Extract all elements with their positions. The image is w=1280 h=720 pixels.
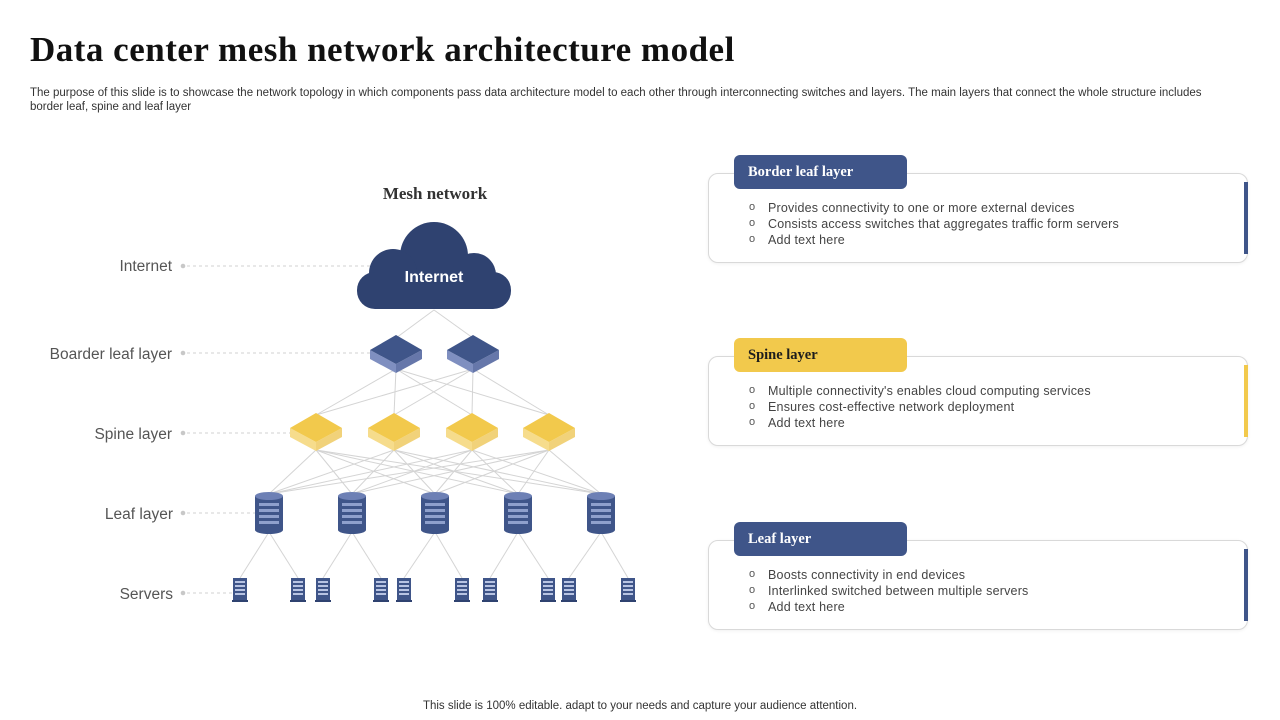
server-icon [620,578,636,602]
server-icon [482,578,498,602]
connection-lines [239,309,629,579]
spine-tag: Spine layer [734,338,907,372]
leaf-tag: Leaf layer [734,522,907,556]
server-icon [232,578,248,602]
server-icon [540,578,556,602]
server-icon [396,578,412,602]
server-icon [373,578,389,602]
leaf-bullets: Boosts connectivity in end devices Inter… [749,566,1029,615]
border-leaf-switch-icon [447,335,499,373]
layer-label-servers: Servers [120,586,174,603]
layer-label-spine: Spine layer [94,426,172,443]
bullet-item: Multiple connectivity's enables cloud co… [749,382,1091,399]
layer-label-internet: Internet [119,258,172,275]
card-accent-bar [1244,549,1248,621]
bullet-item: Consists access switches that aggregates… [749,215,1119,232]
spine-switch-icon [523,413,575,451]
server-icon [561,578,577,602]
border-leaf-switch-icon [370,335,422,373]
layer-label-boarder-leaf: Boarder leaf layer [50,346,172,363]
bullet-item: Add text here [749,598,1029,615]
bullet-item: Interlinked switched between multiple se… [749,582,1029,599]
cloud-label: Internet [405,269,464,286]
server-icon [454,578,470,602]
server-icon [315,578,331,602]
diagram-heading: Mesh network [383,184,488,203]
leader-dots [180,263,186,596]
slide-subtitle: The purpose of this slide is to showcase… [30,87,1202,113]
spine-bullets: Multiple connectivity's enables cloud co… [749,382,1091,431]
leaf-database-icon [421,492,449,534]
server-icon [290,578,306,602]
spine-switch-icon [446,413,498,451]
leaf-database-icon [338,492,366,534]
bullet-item: Ensures cost-effective network deploymen… [749,398,1091,415]
spine-switch-icon [290,413,342,451]
border-leaf-tag: Border leaf layer [734,155,907,189]
leaf-database-icon [504,492,532,534]
slide-title: Data center mesh network architecture mo… [30,30,735,69]
mesh-network-diagram: Mesh network Internet Boarder leaf layer… [50,184,636,603]
bullet-item: Provides connectivity to one or more ext… [749,199,1119,216]
spine-switch-icon [368,413,420,451]
leader-lines [187,265,370,594]
bullet-item: Add text here [749,414,1091,431]
bullet-item: Boosts connectivity in end devices [749,566,1029,583]
slide-footer: This slide is 100% editable. adapt to yo… [422,700,858,712]
card-accent-bar [1244,182,1248,254]
border-leaf-bullets: Provides connectivity to one or more ext… [749,199,1119,248]
layer-label-leaf: Leaf layer [105,506,173,523]
card-accent-bar [1244,365,1248,437]
internet-cloud-icon [357,222,511,309]
leaf-database-icon [255,492,283,534]
bullet-item: Add text here [749,231,1119,248]
leaf-database-icon [587,492,615,534]
